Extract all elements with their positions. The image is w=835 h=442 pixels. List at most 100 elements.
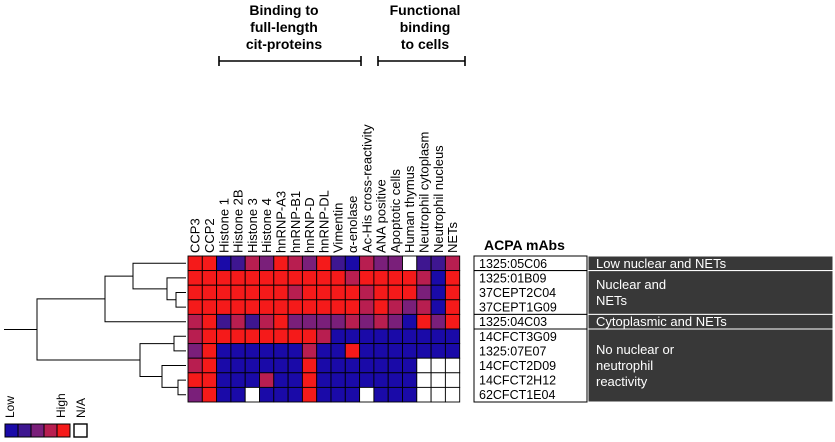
heatmap-cell [187, 299, 203, 315]
heatmap-cell [301, 343, 318, 359]
heatmap-cell [301, 372, 318, 388]
heatmap-cell [230, 255, 246, 272]
heatmap-cell [316, 284, 332, 301]
heatmap-cell [259, 284, 275, 301]
heatmap-cell [259, 372, 275, 388]
heatmap-cell [316, 270, 332, 286]
heatmap-cell [187, 386, 203, 403]
column-label: hnRNP-A3 [273, 191, 288, 253]
column-label: Neutrophil nucleus [431, 145, 446, 253]
heatmap-cell [287, 270, 303, 286]
heatmap-cell [373, 255, 389, 272]
column-group-headers: Binding tofull-lengthcit-proteinsFunctio… [218, 2, 466, 66]
heatmap-cell [430, 313, 446, 330]
row-group-label: No nuclear or [596, 342, 675, 357]
heatmap-cell [244, 386, 260, 403]
column-label: hnRNP-D [302, 197, 317, 253]
row-group-label: Nuclear and [596, 277, 666, 292]
row-label: 14CFCT2D09 [479, 359, 556, 373]
heatmap-cell [344, 343, 361, 359]
heatmap-cell [416, 372, 432, 388]
column-label: Vimentin [331, 203, 346, 253]
heatmap-cell [316, 343, 332, 359]
heatmap-cell [216, 255, 232, 272]
row-label: 37CEPT1G09 [479, 301, 557, 315]
heatmap-cell [187, 255, 203, 272]
heatmap-cell [244, 299, 260, 315]
heatmap-cell [330, 299, 346, 315]
column-label: Human thymus [402, 165, 417, 253]
heatmap-cell [373, 270, 389, 286]
row-group-label: NETs [596, 293, 628, 308]
heatmap-cell [259, 343, 275, 359]
heatmap-cell [301, 299, 318, 315]
heatmap-cell [430, 386, 446, 403]
heatmap-cell [387, 343, 403, 359]
heatmap-cell [344, 270, 361, 286]
heatmap-cell [416, 255, 432, 272]
heatmap-cell [416, 270, 432, 286]
heatmap-cell [187, 270, 203, 286]
heatmap-cell [359, 270, 375, 286]
column-group-title: binding [400, 19, 451, 35]
heatmap-cell [316, 386, 332, 403]
heatmap-cell [230, 299, 246, 315]
heatmap-cell [259, 328, 275, 345]
heatmap-cell [402, 284, 418, 301]
heatmap-cell [301, 313, 318, 330]
heatmap-cell [444, 372, 461, 388]
row-group-label: Cytoplasmic and NETs [596, 314, 727, 329]
legend-low-label: Low [3, 396, 17, 418]
heatmap-cell [330, 372, 346, 388]
heatmap-cell [301, 270, 318, 286]
legend-swatch [4, 423, 19, 438]
column-label: Apoptotic cells [388, 169, 403, 253]
row-group-panel [587, 328, 834, 403]
heatmap-cell [287, 372, 303, 388]
heatmap-cell [416, 357, 432, 374]
heatmap-cell [244, 357, 260, 374]
heatmap-cell [201, 372, 218, 388]
heatmap-cell [201, 386, 218, 403]
heatmap-cell [444, 343, 461, 359]
column-label: Histone 2B [231, 189, 246, 253]
column-group-title: cit-proteins [246, 36, 322, 52]
heatmap-cell [316, 313, 332, 330]
heatmap-cell [316, 255, 332, 272]
heatmap-cell [201, 313, 218, 330]
heatmap-cell [387, 357, 403, 374]
heatmap-cell [359, 255, 375, 272]
heatmap-cell [287, 299, 303, 315]
heatmap-cell [416, 284, 432, 301]
row-dendrogram [4, 262, 186, 396]
heatmap-cell [287, 255, 303, 272]
heatmap-cell [402, 372, 418, 388]
column-group-title: Binding to [249, 2, 318, 18]
heatmap-cell [344, 299, 361, 315]
heatmap-cell [373, 386, 389, 403]
column-label: Neutrophil cytoplasm [416, 132, 431, 253]
heatmap-cell [301, 284, 318, 301]
heatmap-cell [187, 313, 203, 330]
row-label-block [473, 270, 588, 315]
heatmap-cell [259, 299, 275, 315]
column-group-bracket [218, 56, 362, 66]
heatmap-cell [402, 357, 418, 374]
heatmap-cell [244, 343, 260, 359]
heatmap-cell [273, 270, 289, 286]
heatmap-cell [430, 328, 446, 345]
heatmap-cell [273, 343, 289, 359]
column-label: Histone 4 [259, 198, 274, 253]
heatmap-cell [330, 284, 346, 301]
heatmap-cell [359, 299, 375, 315]
heatmap-cell [430, 343, 446, 359]
heatmap-cell [416, 386, 432, 403]
heatmap-cell [244, 284, 260, 301]
heatmap-cell [201, 299, 218, 315]
row-label: 14CFCT2H12 [479, 374, 556, 388]
heatmap-cell [373, 313, 389, 330]
heatmap-cell [330, 313, 346, 330]
heatmap-cell [187, 284, 203, 301]
heatmap-cell [316, 372, 332, 388]
